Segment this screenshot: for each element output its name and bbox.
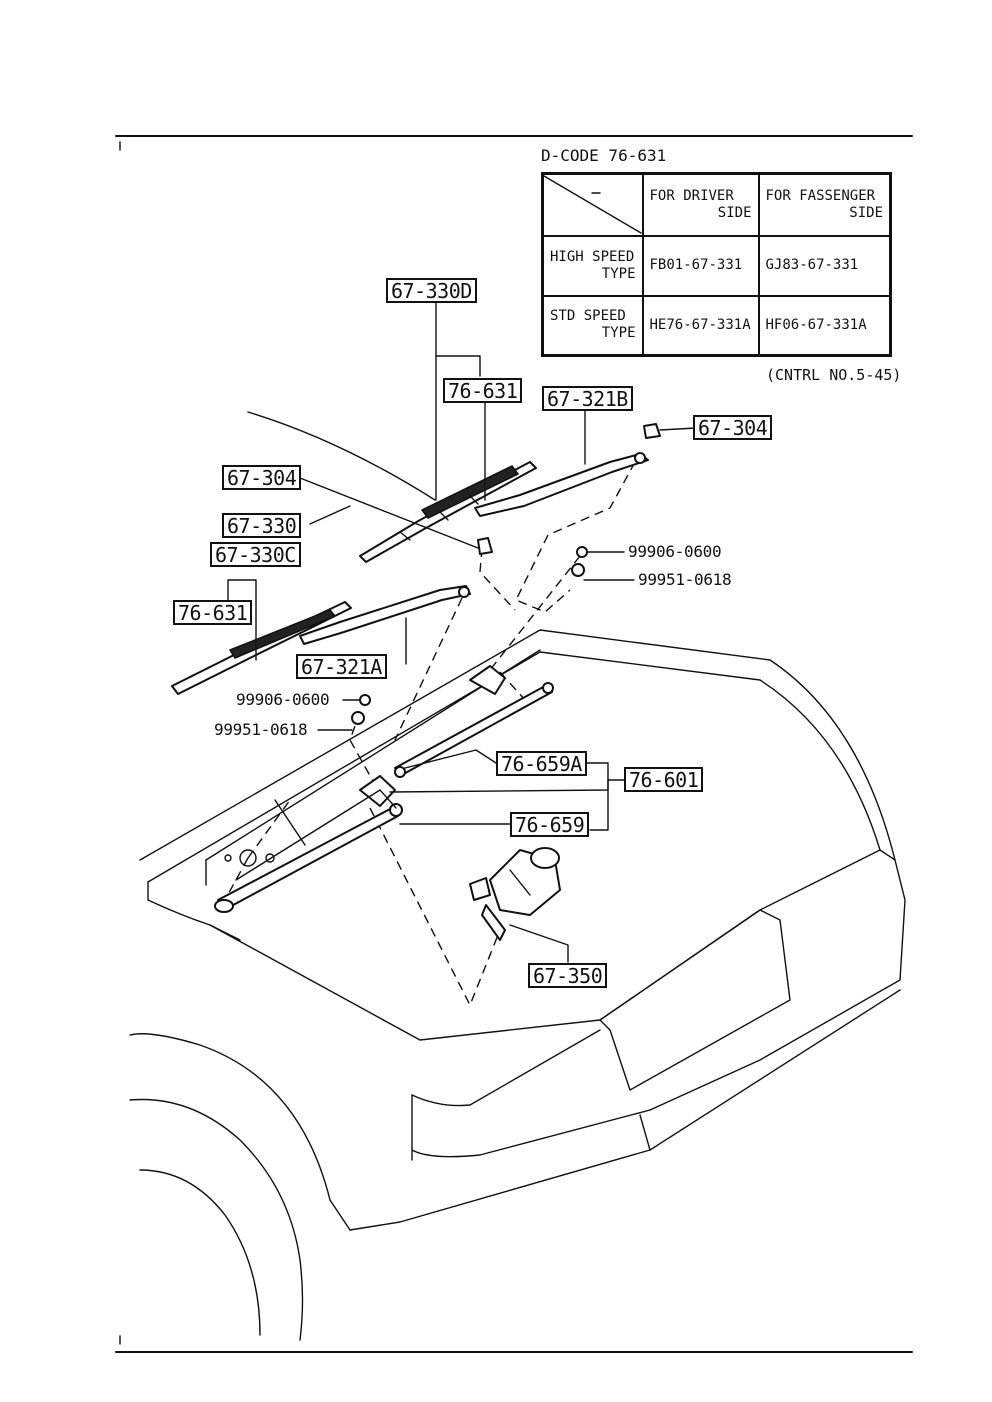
callout-76-631-lower: 76-631 bbox=[173, 600, 253, 625]
assembly-dashed-lines bbox=[224, 461, 636, 1007]
callout-leader-lines bbox=[227, 301, 697, 963]
row-std-line1: STD SPEED bbox=[550, 308, 626, 325]
car-body-outline bbox=[129, 411, 906, 1341]
wiper-linkage-76-601 bbox=[214, 665, 554, 913]
row-label-high-speed: HIGH SPEED TYPE bbox=[541, 234, 644, 297]
callout-67-321A: 67-321A bbox=[296, 654, 387, 679]
dcode-title: D-CODE 76-631 bbox=[541, 146, 667, 165]
callout-76-659: 76-659 bbox=[510, 812, 590, 837]
label-washer-right: 99951-0618 bbox=[638, 570, 732, 589]
wiper-arm-passenger bbox=[474, 452, 649, 517]
callout-67-330D: 67-330D bbox=[386, 278, 477, 303]
callout-67-321B: 67-321B bbox=[542, 386, 633, 411]
row-label-std-speed: STD SPEED TYPE bbox=[541, 294, 644, 357]
cell-high-passenger: GJ83-67-331 bbox=[757, 234, 892, 297]
callout-67-330C: 67-330C bbox=[210, 542, 301, 567]
callout-76-601: 76-601 bbox=[624, 767, 704, 792]
control-number-note: (CNTRL NO.5-45) bbox=[766, 366, 902, 384]
header-driver-line2: SIDE bbox=[717, 204, 752, 221]
header-passenger-line2: SIDE bbox=[849, 204, 883, 221]
nut-washer-left bbox=[351, 694, 371, 725]
callout-67-304-left: 67-304 bbox=[222, 465, 302, 490]
wiper-motor-67-350 bbox=[469, 847, 561, 941]
wiper-blade-passenger bbox=[359, 461, 537, 563]
callout-76-659A: 76-659A bbox=[496, 751, 587, 776]
row-high-line1: HIGH SPEED bbox=[550, 248, 635, 265]
nut-washer-right bbox=[571, 546, 588, 577]
callout-76-631-upper: 76-631 bbox=[443, 378, 523, 403]
header-driver-side: FOR DRIVER SIDE bbox=[641, 172, 760, 237]
cap-67-304-right bbox=[643, 423, 661, 439]
header-passenger-side: FOR FASSENGER SIDE bbox=[757, 172, 892, 237]
dcode-table: FOR DRIVER SIDE FOR FASSENGER SIDE HIGH … bbox=[541, 172, 892, 357]
label-nut-right: 99906-0600 bbox=[628, 542, 722, 561]
header-passenger-line1: FOR FASSENGER bbox=[765, 187, 876, 204]
cap-67-304-left bbox=[477, 537, 493, 555]
label-washer-left: 99951-0618 bbox=[214, 720, 308, 739]
callout-67-330: 67-330 bbox=[222, 513, 302, 538]
table-corner-cell bbox=[541, 172, 644, 237]
header-driver-line1: FOR DRIVER bbox=[649, 187, 734, 204]
cell-std-passenger: HF06-67-331A bbox=[757, 294, 892, 357]
callout-67-350: 67-350 bbox=[528, 963, 608, 988]
label-nut-left: 99906-0600 bbox=[236, 690, 330, 709]
cell-std-driver: HE76-67-331A bbox=[641, 294, 760, 357]
row-high-line2: TYPE bbox=[601, 265, 636, 282]
row-std-line2: TYPE bbox=[601, 325, 636, 342]
cell-high-driver: FB01-67-331 bbox=[641, 234, 760, 297]
wiper-arm-driver bbox=[299, 585, 471, 645]
callout-67-304-right: 67-304 bbox=[693, 415, 773, 440]
